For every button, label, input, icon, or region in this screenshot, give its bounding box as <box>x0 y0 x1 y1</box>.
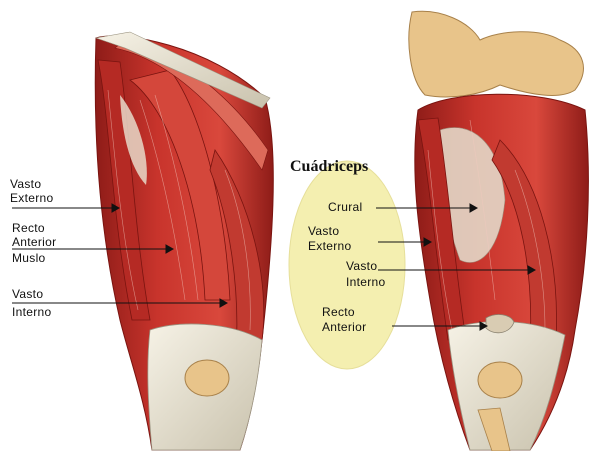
label-line: Vasto <box>308 225 339 238</box>
right-patella <box>478 362 522 398</box>
label-line: Anterior <box>322 321 366 334</box>
label-line: Interno <box>12 306 51 319</box>
left-patella <box>185 360 229 396</box>
right-thigh-illustration <box>409 11 589 451</box>
label-line: Recto <box>12 222 45 235</box>
label-line: Externo <box>10 192 53 205</box>
diagram-title: Cuádriceps <box>290 158 368 176</box>
label-line: Vasto <box>346 260 377 273</box>
label-line: Crural <box>328 201 362 214</box>
label-line: Vasto <box>10 178 41 191</box>
right-pelvis-bone <box>409 11 584 97</box>
label-line: Recto <box>322 306 355 319</box>
left-thigh-illustration <box>95 32 273 450</box>
label-line: Vasto <box>12 288 43 301</box>
label-line: Anterior <box>12 236 56 249</box>
label-line: Interno <box>346 276 385 289</box>
label-line: Externo <box>308 240 351 253</box>
label-line: Muslo <box>12 252 46 265</box>
